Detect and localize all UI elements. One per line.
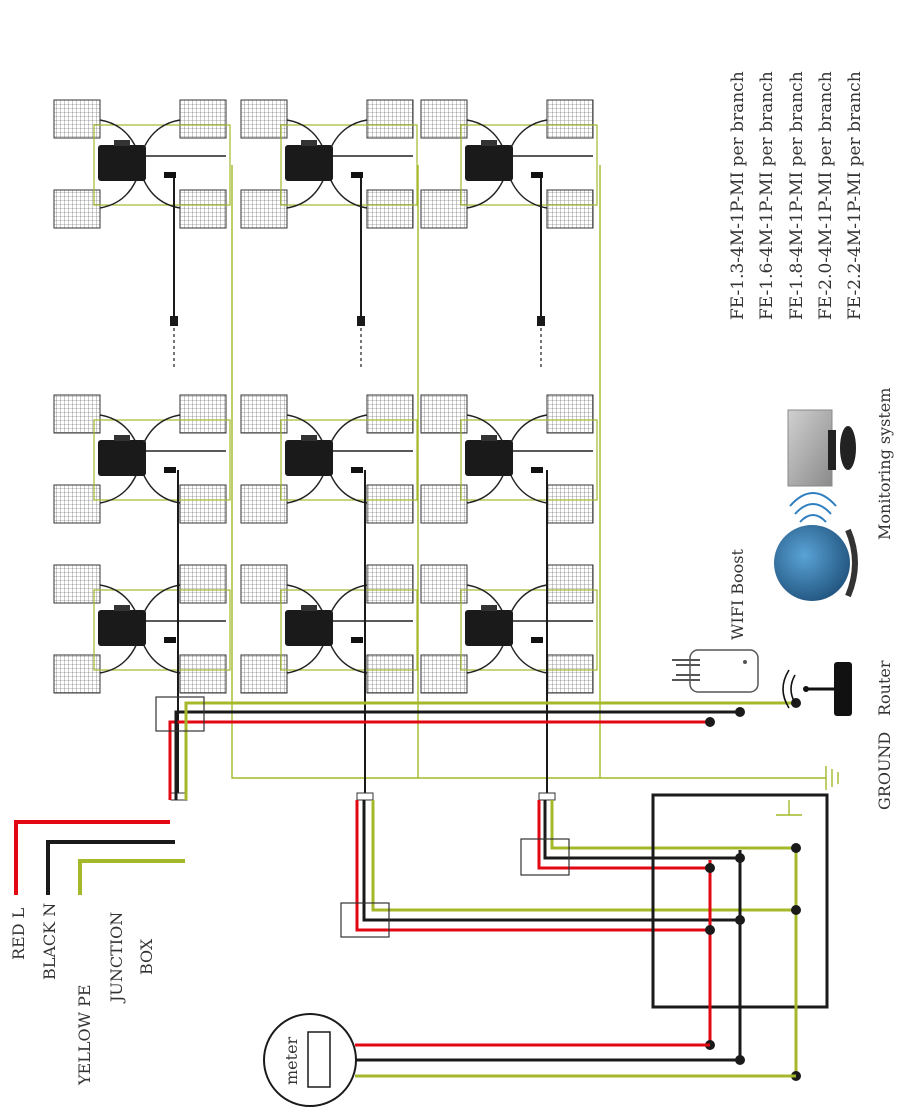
- panel-ground-frame: [93, 124, 231, 206]
- solar-panel: [366, 99, 414, 139]
- solar-panel: [366, 189, 414, 229]
- microinverter-unit: [240, 394, 418, 524]
- panel-ground-frame: [280, 124, 418, 206]
- branch-cables: [177, 470, 548, 795]
- monitoring-system-label: Monitoring system: [875, 388, 894, 540]
- solar-panel: [420, 654, 468, 694]
- solar-panel: [53, 99, 101, 139]
- microinverter-body: [285, 610, 333, 646]
- microinverter-body: [285, 440, 333, 476]
- solar-panel: [420, 394, 468, 434]
- solar-panel: [240, 484, 288, 524]
- microinverter-unit: [53, 99, 231, 368]
- junction-box-1: [155, 696, 796, 800]
- solar-panel: [420, 484, 468, 524]
- ground-symbol: [825, 766, 839, 790]
- model-label-1: FE-1.3-4M-1P-MI per branch: [728, 71, 748, 320]
- solar-panel: [546, 654, 594, 694]
- solar-panel: [179, 189, 227, 229]
- ground-label: GROUND: [875, 732, 894, 810]
- panel-ground-frame: [93, 419, 231, 501]
- incoming-lines: [14, 820, 185, 895]
- wifi-boost-label: WIFI Boost: [728, 548, 747, 640]
- panel-ground-frame: [460, 124, 598, 206]
- microinverter-body: [465, 610, 513, 646]
- microinverter-body: [285, 145, 333, 181]
- solar-panel: [53, 654, 101, 694]
- distribution-panel: [651, 698, 829, 1081]
- yellow-pe-line: [78, 859, 185, 895]
- solar-panel: [546, 564, 594, 604]
- microinverter-unit: [420, 564, 598, 694]
- panel-ground-frame: [280, 589, 418, 671]
- model-label-5: FE-2.2-4M-1P-MI per branch: [845, 71, 865, 320]
- solar-panel: [53, 394, 101, 434]
- branch-cable-caps: [170, 792, 556, 801]
- solar-panel: [546, 484, 594, 524]
- microinverter-unit: [420, 394, 598, 524]
- model-label-4: FE-2.0-4M-1P-MI per branch: [816, 71, 836, 320]
- black-n-label: BLACK N: [40, 903, 59, 980]
- black-n-line: [46, 840, 175, 895]
- router-icon: [782, 662, 852, 716]
- solar-panel: [240, 654, 288, 694]
- solar-panel: [53, 189, 101, 229]
- microinverter-unit: [240, 564, 418, 694]
- solar-panel: [240, 564, 288, 604]
- monitoring-system-icon: [787, 409, 856, 487]
- junction-box-3: [520, 800, 796, 876]
- microinverter-body: [98, 145, 146, 181]
- microinverter-unit: [240, 99, 418, 368]
- solar-panel: [240, 99, 288, 139]
- router-label: Router: [875, 660, 894, 716]
- red-l-label: RED L: [9, 907, 28, 960]
- solar-panel: [53, 564, 101, 604]
- model-label-3: FE-1.8-4M-1P-MI per branch: [787, 71, 807, 320]
- meter: [263, 1013, 796, 1107]
- yellow-pe-label: YELLOW PE: [75, 984, 94, 1086]
- solar-panel: [420, 99, 468, 139]
- microinverter-body: [98, 440, 146, 476]
- panel-ground-frame: [460, 419, 598, 501]
- wifi-boost-device-icon: [672, 649, 759, 693]
- junction-box-2: [340, 800, 796, 938]
- solar-panel: [179, 484, 227, 524]
- junction-label: JUNCTION: [107, 912, 126, 1004]
- solar-panel: [179, 654, 227, 694]
- solar-panel: [366, 564, 414, 604]
- panel-ground-frame: [280, 419, 418, 501]
- solar-panel: [546, 189, 594, 229]
- solar-panel: [420, 564, 468, 604]
- solar-panel: [179, 99, 227, 139]
- microinverter-body: [98, 610, 146, 646]
- solar-panel: [366, 654, 414, 694]
- panel-ground-frame: [460, 589, 598, 671]
- microinverter-body: [465, 145, 513, 181]
- model-list: FE-1.3-4M-1P-MI per branch FE-1.6-4M-1P-…: [728, 71, 865, 320]
- solar-panel: [240, 189, 288, 229]
- pv-module-array: [53, 99, 598, 694]
- microinverter-body: [465, 440, 513, 476]
- pe-bus-frame: [231, 165, 826, 779]
- box-label: BOX: [137, 938, 156, 975]
- panel-ground-frame: [93, 589, 231, 671]
- solar-panel: [420, 189, 468, 229]
- wifi-boost-globe-icon: [774, 492, 858, 601]
- solar-panel: [366, 484, 414, 524]
- microinverter-unit: [53, 394, 231, 524]
- model-label-2: FE-1.6-4M-1P-MI per branch: [757, 71, 777, 320]
- microinverter-unit: [420, 99, 598, 368]
- meter-label: meter: [282, 1036, 301, 1085]
- red-l-line: [14, 820, 170, 895]
- solar-panel: [546, 394, 594, 434]
- solar-panel: [546, 99, 594, 139]
- solar-panel: [179, 564, 227, 604]
- solar-panel: [240, 394, 288, 434]
- solar-panel: [366, 394, 414, 434]
- solar-panel: [53, 484, 101, 524]
- solar-panel: [179, 394, 227, 434]
- microinverter-unit: [53, 564, 231, 694]
